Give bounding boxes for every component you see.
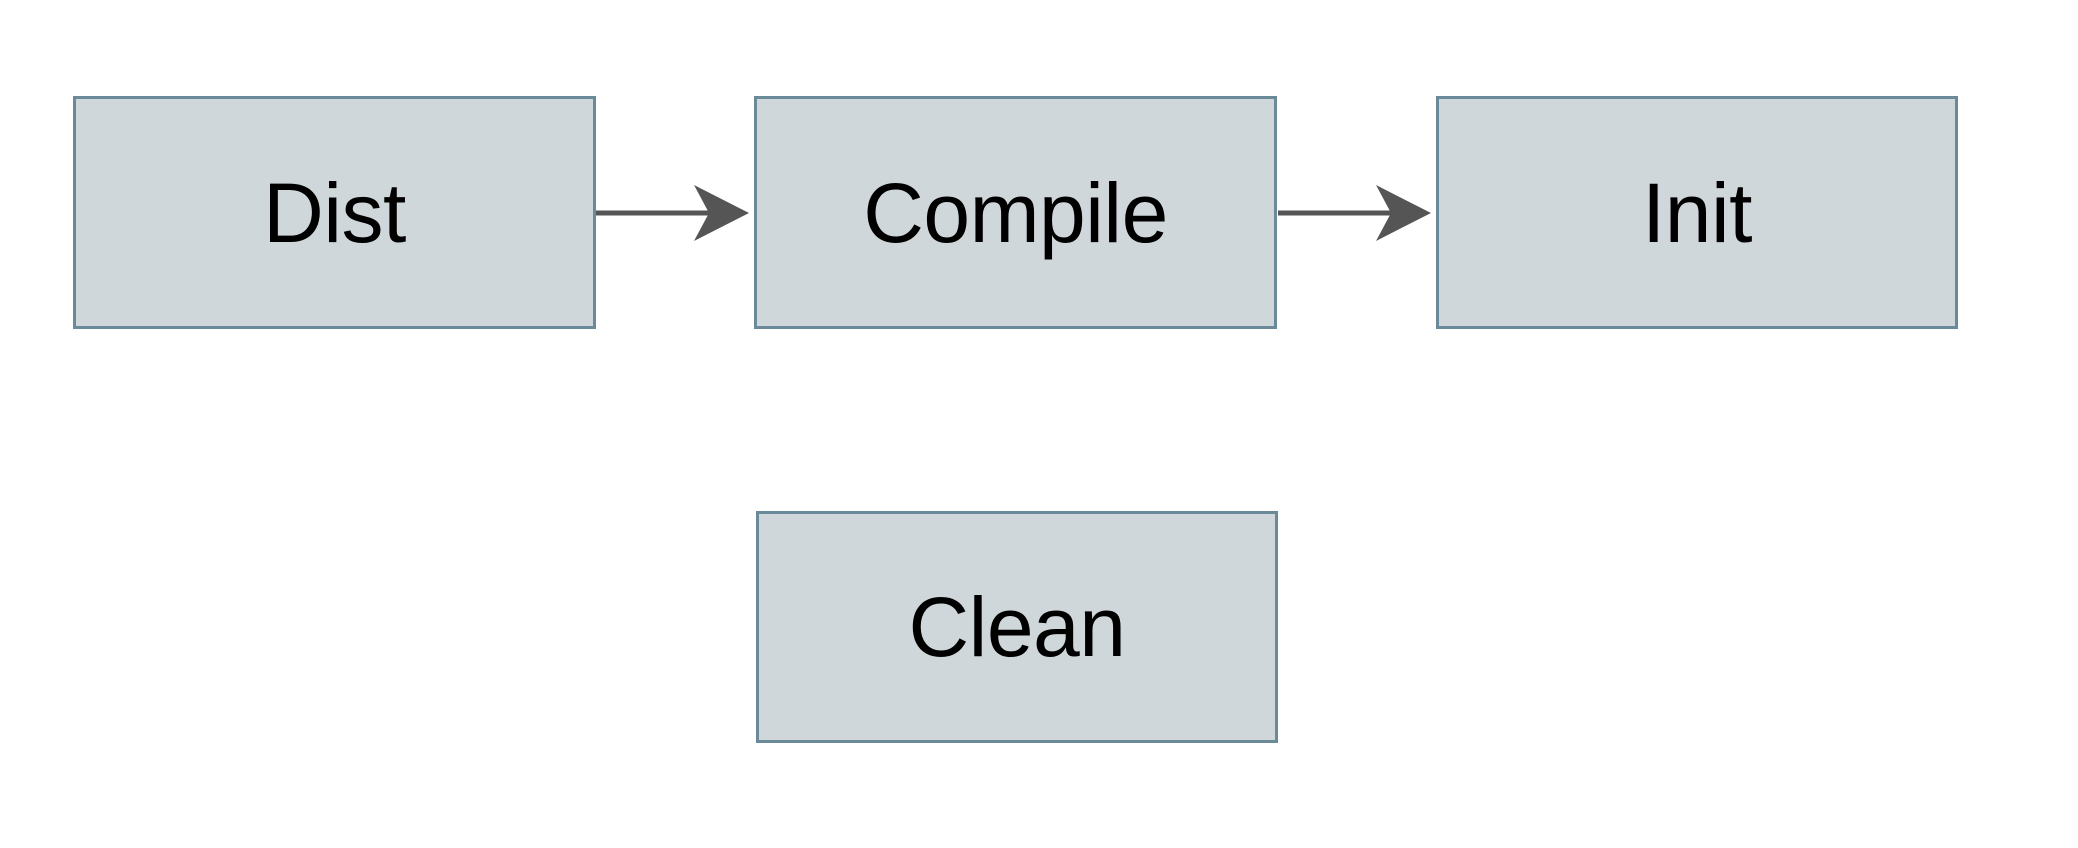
node-init[interactable]: Init: [1436, 96, 1958, 329]
node-clean-label: Clean: [908, 580, 1126, 674]
node-compile-label: Compile: [863, 165, 1168, 260]
node-compile[interactable]: Compile: [754, 96, 1277, 329]
node-dist-label: Dist: [263, 165, 406, 260]
node-dist[interactable]: Dist: [73, 96, 596, 329]
node-clean[interactable]: Clean: [756, 511, 1278, 743]
node-init-label: Init: [1641, 165, 1753, 260]
